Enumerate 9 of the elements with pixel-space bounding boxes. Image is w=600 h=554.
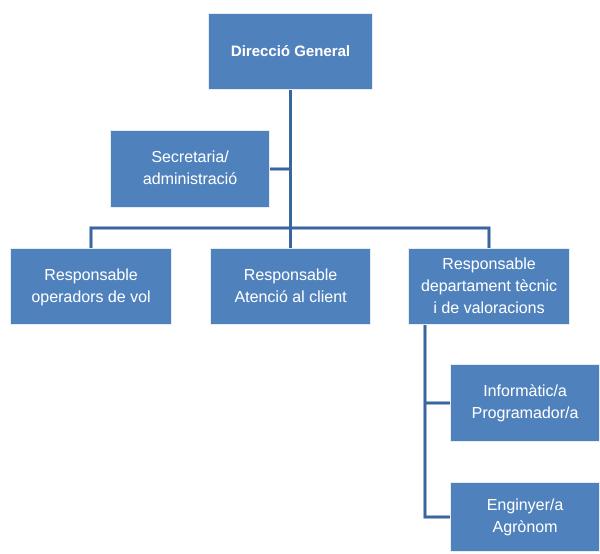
org-box: Direcció General (208, 13, 373, 90)
org-box: Responsable operadors de vol (10, 248, 172, 325)
org-box: Responsable departament tècnic i de valoracions (408, 248, 570, 325)
org-box: Informàtic/a Programador/a (450, 364, 600, 442)
connector-line (289, 90, 490, 248)
connector-line (424, 325, 450, 518)
org-box: Responsable Atenció al client (210, 248, 371, 325)
org-box: Enginyer/a Agrònom (450, 482, 600, 552)
org-box: Secretaria/ administració (110, 130, 270, 208)
